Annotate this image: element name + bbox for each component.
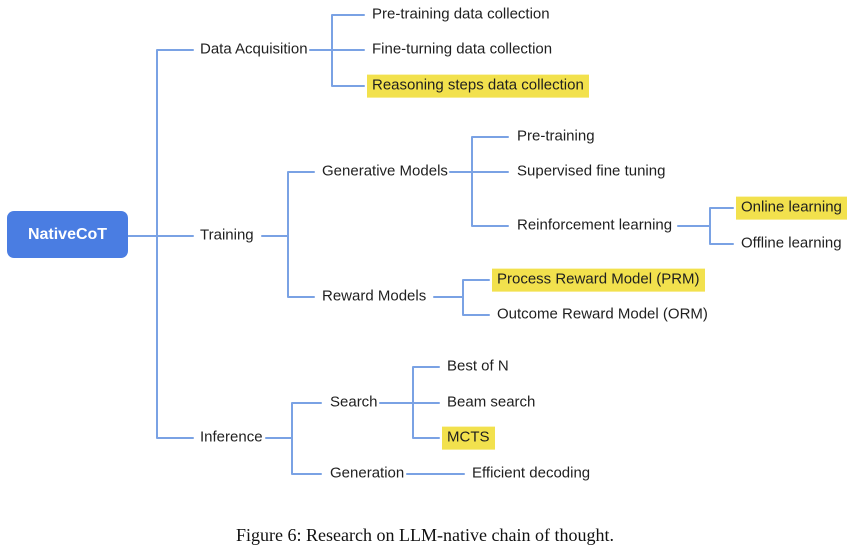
node-generative-models: Generative Models — [322, 162, 448, 180]
node-supervised-fine-tuning: Supervised fine tuning — [517, 162, 666, 180]
node-pretraining-data-collection: Pre-training data collection — [372, 5, 550, 23]
node-search: Search — [330, 393, 378, 411]
root-connector — [127, 49, 194, 439]
training-connector — [261, 171, 315, 298]
node-process-reward-model: Process Reward Model (PRM) — [492, 268, 705, 292]
node-reasoning-steps-data-collection: Reasoning steps data collection — [367, 74, 589, 98]
node-online-learning: Online learning — [736, 196, 847, 220]
node-inference: Inference — [200, 428, 263, 446]
reward-models-connector — [433, 279, 490, 316]
node-data-acquisition: Data Acquisition — [200, 40, 308, 58]
node-fineturning-data-collection: Fine-turning data collection — [372, 40, 553, 58]
node-offline-learning: Offline learning — [741, 234, 842, 252]
inference-connector — [265, 402, 322, 475]
data-acquisition-connector — [309, 14, 365, 87]
node-pretraining: Pre-training — [517, 127, 595, 145]
node-training: Training — [200, 226, 254, 244]
search-connector — [379, 366, 440, 439]
generative-models-connector — [449, 136, 509, 227]
reinforcement-learning-connector — [677, 207, 734, 245]
node-beam-search: Beam search — [447, 393, 536, 411]
node-reward-models: Reward Models — [322, 287, 427, 305]
node-generation: Generation — [330, 464, 405, 482]
node-nativecot: NativeCoT — [7, 211, 128, 258]
node-mcts: MCTS — [442, 426, 495, 450]
node-efficient-decoding: Efficient decoding — [472, 464, 591, 482]
figure-caption: Figure 6: Research on LLM-native chain o… — [236, 525, 614, 545]
node-outcome-reward-model: Outcome Reward Model (ORM) — [497, 305, 708, 323]
node-best-of-n: Best of N — [447, 357, 509, 375]
node-reinforcement-learning: Reinforcement learning — [517, 216, 673, 234]
